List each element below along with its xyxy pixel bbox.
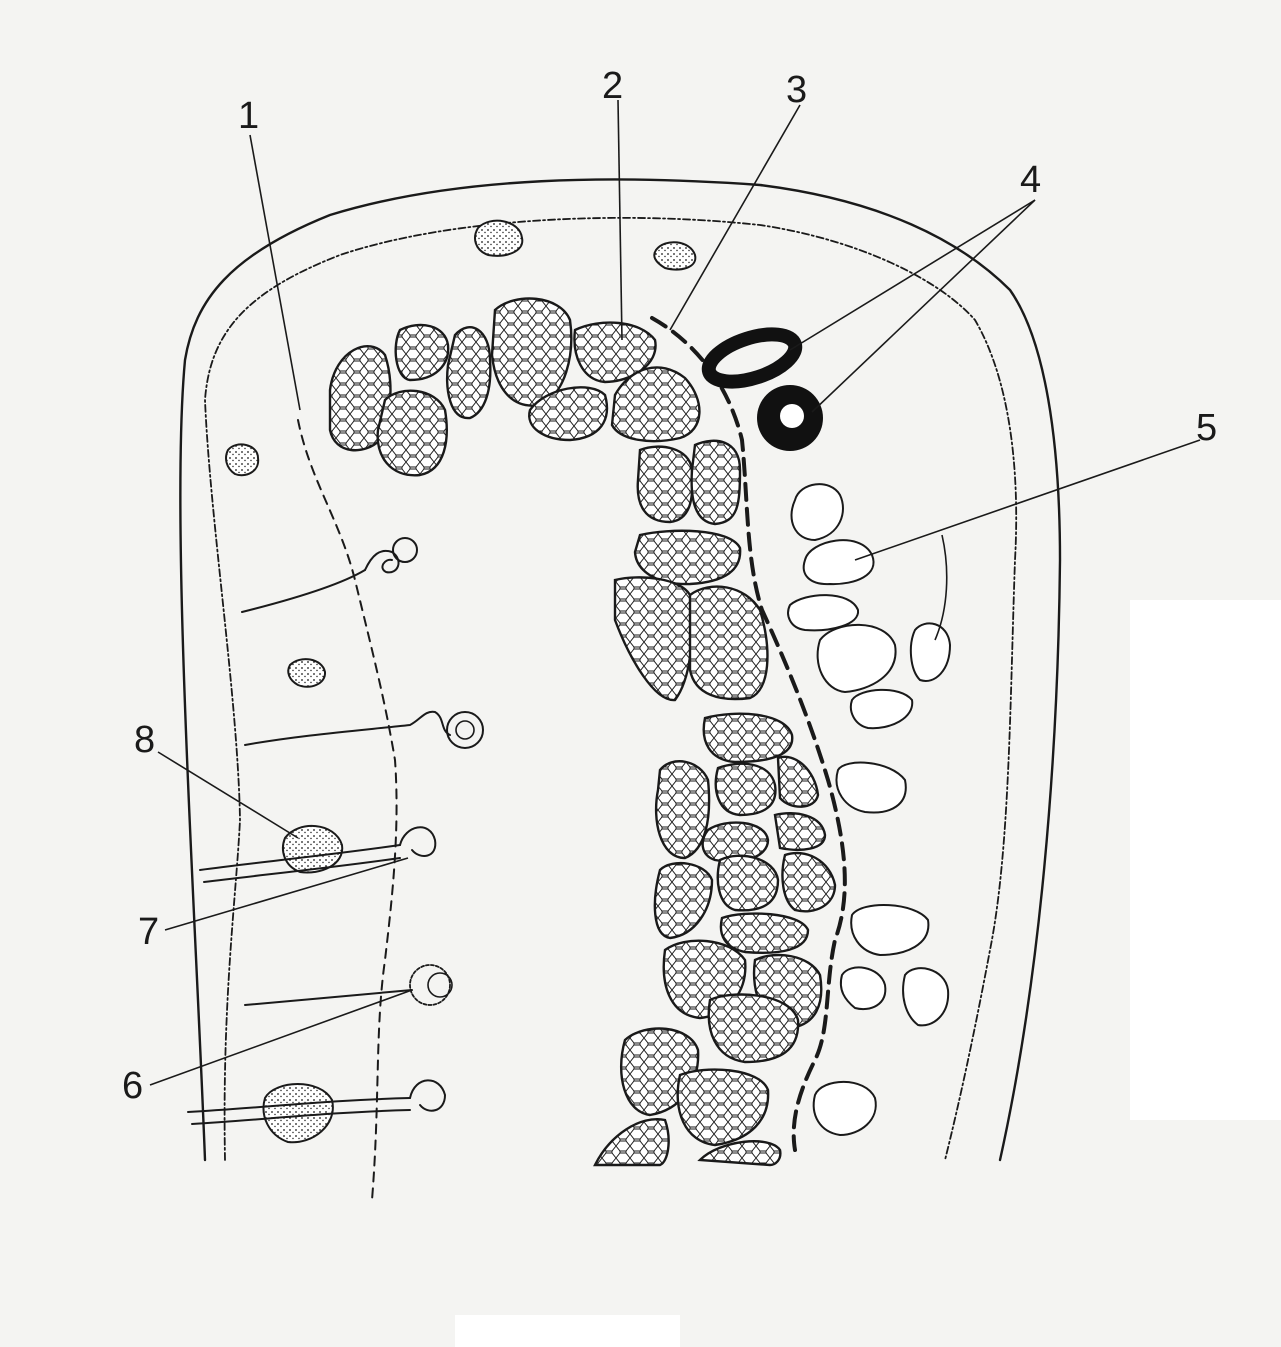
label-2: 2 — [602, 65, 623, 107]
label-8: 8 — [134, 719, 155, 761]
label-5: 5 — [1196, 407, 1217, 449]
label-1: 1 — [238, 95, 259, 137]
label-3: 3 — [786, 69, 807, 111]
blank-patch-bottom — [455, 1315, 680, 1347]
label-4: 4 — [1020, 159, 1041, 201]
label-7: 7 — [138, 911, 159, 953]
blank-patch-right — [1130, 600, 1281, 1120]
label-6: 6 — [122, 1065, 143, 1107]
